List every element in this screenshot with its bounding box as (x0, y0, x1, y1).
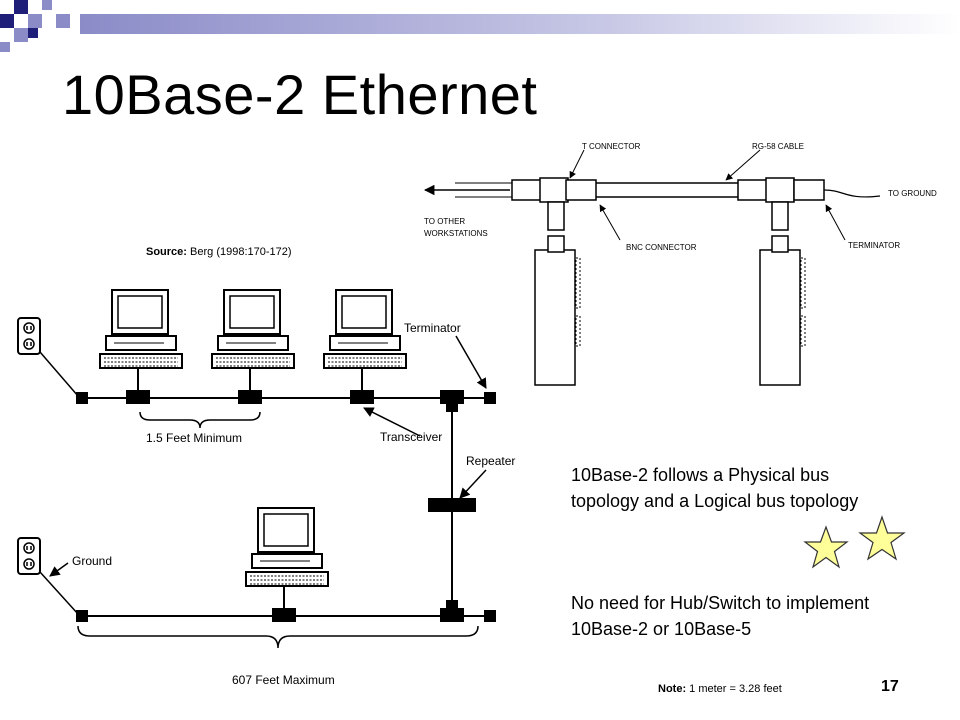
outlet-icon (17, 537, 41, 575)
connector-diagram: T CONNECTOR RG-58 CABLE TO OTHER WORKSTA… (423, 142, 937, 386)
label-to-other: TO OTHER (424, 217, 465, 226)
label-min-spacing: 1.5 Feet Minimum (146, 431, 242, 445)
label-terminator-top: TERMINATOR (848, 241, 900, 250)
label-workstations: WORKSTATIONS (424, 229, 488, 238)
label-bnc-connector: BNC CONNECTOR (626, 243, 697, 252)
computer-icon (245, 507, 329, 587)
stars-decoration (803, 515, 906, 569)
computer-icon (99, 289, 183, 369)
slide-title: 10Base-2 Ethernet (62, 63, 538, 126)
page-number: 17 (881, 678, 899, 695)
computer-icon (211, 289, 295, 369)
bus-diagram: Terminator 1.5 Feet Minimum Transceiver … (17, 289, 515, 687)
label-t-connector: T CONNECTOR (582, 142, 641, 151)
label-terminator: Terminator (404, 321, 461, 335)
header-bar (80, 14, 960, 34)
unit-note: Note: 1 meter = 3.28 feet (658, 683, 782, 695)
label-rg58-cable: RG-58 CABLE (752, 142, 804, 151)
paragraph-hub: No need for Hub/Switch to implement 10Ba… (571, 593, 870, 639)
source-label: Source: (146, 246, 187, 258)
paragraph-topology: 10Base-2 follows a Physical bus topology… (571, 465, 859, 511)
star-icon (803, 525, 849, 569)
source-citation: Source: Berg (1998:170-172) (146, 246, 292, 258)
label-transceiver: Transceiver (380, 430, 442, 444)
label-to-ground: TO GROUND (888, 189, 937, 198)
star-icon (858, 515, 906, 561)
source-text: Berg (1998:170-172) (190, 246, 292, 258)
outlet-icon (17, 317, 41, 355)
label-max-length: 607 Feet Maximum (232, 673, 335, 687)
label-ground: Ground (72, 554, 112, 568)
computer-icon (323, 289, 407, 369)
note-label: Note: (658, 683, 687, 695)
label-repeater: Repeater (466, 454, 515, 468)
note-text: 1 meter = 3.28 feet (689, 683, 782, 695)
corner-decoration (0, 0, 70, 52)
